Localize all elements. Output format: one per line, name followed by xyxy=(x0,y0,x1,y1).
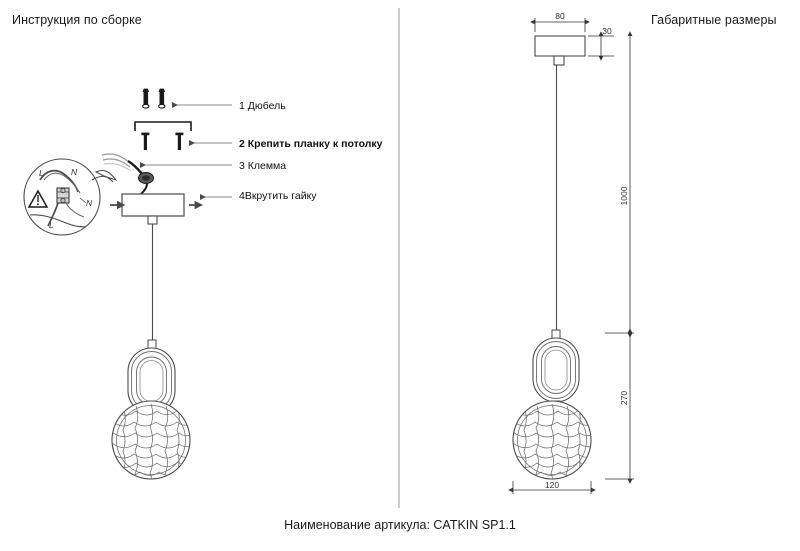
article-caption: Наименование артикула: CATKIN SP1.1 xyxy=(284,518,516,532)
dim-lamp-fixture xyxy=(512,329,592,480)
wire-label-L-bot: L xyxy=(49,220,54,230)
warning-triangle-icon xyxy=(27,189,49,208)
dim-canopy-height xyxy=(588,31,614,61)
dim-label-1000: 1000 xyxy=(619,186,629,205)
supply-wires xyxy=(101,153,132,172)
dim-fixture-height xyxy=(605,328,634,484)
dim-oval-ring xyxy=(532,337,580,403)
dim-sphere-width xyxy=(508,481,596,494)
dim-label-120: 120 xyxy=(545,480,559,490)
wiring-detail-callout: L N N L xyxy=(23,158,118,236)
dim-canopy-width xyxy=(530,18,590,32)
step-label-2: 2 Крепить планку к потолку xyxy=(239,138,383,150)
terminal-block xyxy=(127,159,154,195)
assembly-view: L N N L xyxy=(23,88,232,480)
dim-label-270: 270 xyxy=(619,391,629,405)
dim-textured-sphere xyxy=(512,400,592,480)
textured-sphere xyxy=(111,400,191,480)
screw-icon xyxy=(141,132,150,150)
lamp-fixture xyxy=(111,339,191,480)
wire-label-N-top: N xyxy=(71,167,78,177)
dimension-view: 80 30 xyxy=(508,11,634,494)
canopy-body xyxy=(534,35,586,57)
canopy-assembly xyxy=(110,193,203,225)
dowel-icon xyxy=(158,88,166,109)
wire-label-L-top: L xyxy=(39,168,44,178)
dim-label-30: 30 xyxy=(602,26,612,36)
step-label-1: 1 Дюбель xyxy=(239,100,286,112)
wire-label-N-bot: N xyxy=(86,198,93,208)
screw-icon xyxy=(175,132,184,150)
page-title-assembly: Инструкция по сборке xyxy=(12,13,142,27)
bracket-screw-pair xyxy=(141,132,184,150)
dowel-pair xyxy=(142,88,166,109)
dim-drop-length xyxy=(605,31,634,338)
mounting-bracket xyxy=(134,121,192,131)
step-label-3: 3 Клемма xyxy=(239,160,287,172)
leader-lines xyxy=(140,102,232,200)
canopy-neck xyxy=(553,55,565,66)
dim-label-80: 80 xyxy=(555,11,565,21)
step-label-4: 4Вкрутить гайку xyxy=(239,190,317,202)
dowel-icon xyxy=(142,88,150,109)
page-title-dimensions: Габаритные размеры xyxy=(651,13,777,27)
